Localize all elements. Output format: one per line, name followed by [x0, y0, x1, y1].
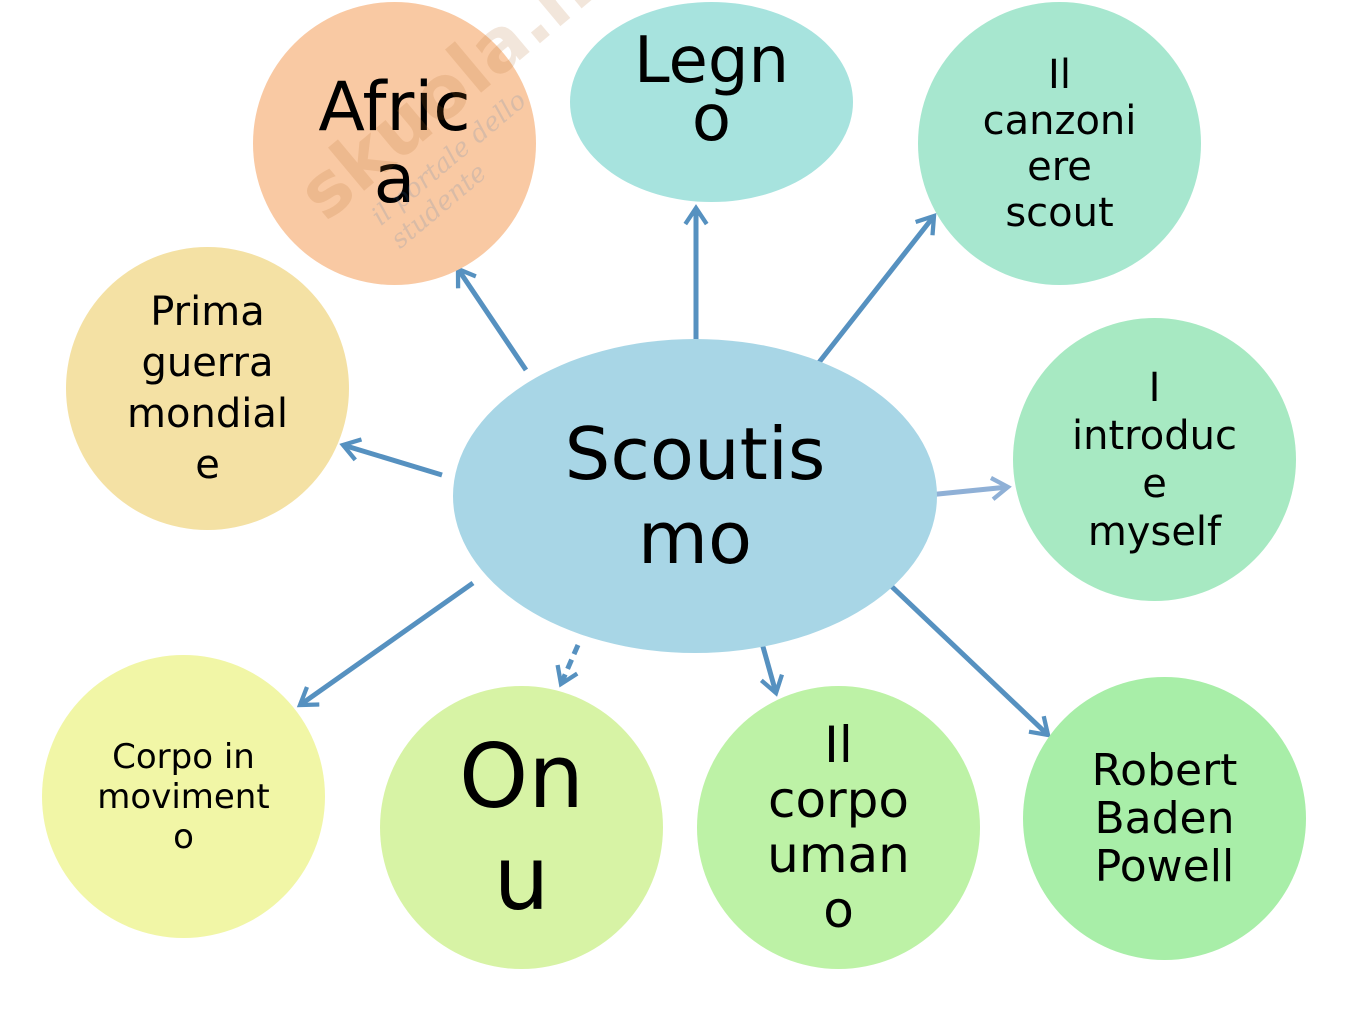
- node-introduce-label: I introduc e myself: [1072, 364, 1237, 555]
- node-robert-baden-powell: Robert Baden Powell: [1023, 677, 1306, 960]
- node-prima-guerra-label: Prima guerra mondial e: [127, 288, 288, 488]
- arrow-to-baden-powell: [885, 580, 1051, 738]
- arrow-to-corpo-movimento: [296, 580, 475, 708]
- arrow-to-africa: [455, 265, 529, 372]
- arrow-to-onu: [555, 644, 581, 688]
- node-legno-label: Legn o: [633, 24, 790, 156]
- node-introduce-myself: I introduc e myself: [1013, 318, 1296, 601]
- center-node-scoutismo: Scoutis mo: [453, 339, 937, 653]
- arrow-to-prima-guerra: [339, 437, 443, 478]
- node-legno: Legn o: [570, 2, 853, 202]
- node-baden-powell-label: Robert Baden Powell: [1091, 744, 1238, 892]
- node-corpo-umano-label: Il corpo uman o: [767, 715, 910, 939]
- node-onu-label: On u: [458, 724, 585, 930]
- node-africa: Afric a: [253, 2, 536, 285]
- node-corpo-movimento-label: Corpo in moviment o: [97, 736, 270, 857]
- node-canzoniere-label: Il canzoni ere scout: [982, 51, 1137, 236]
- node-corpo-in-movimento: Corpo in moviment o: [42, 655, 325, 938]
- node-onu: On u: [380, 686, 663, 969]
- node-corpo-umano: Il corpo uman o: [697, 686, 980, 969]
- center-node-label: Scoutis mo: [564, 412, 826, 580]
- arrow-to-canzoniere: [811, 212, 937, 372]
- node-africa-label: Afric a: [318, 67, 471, 219]
- node-prima-guerra-mondiale: Prima guerra mondial e: [66, 247, 349, 530]
- node-canzoniere-scout: Il canzoni ere scout: [918, 2, 1201, 285]
